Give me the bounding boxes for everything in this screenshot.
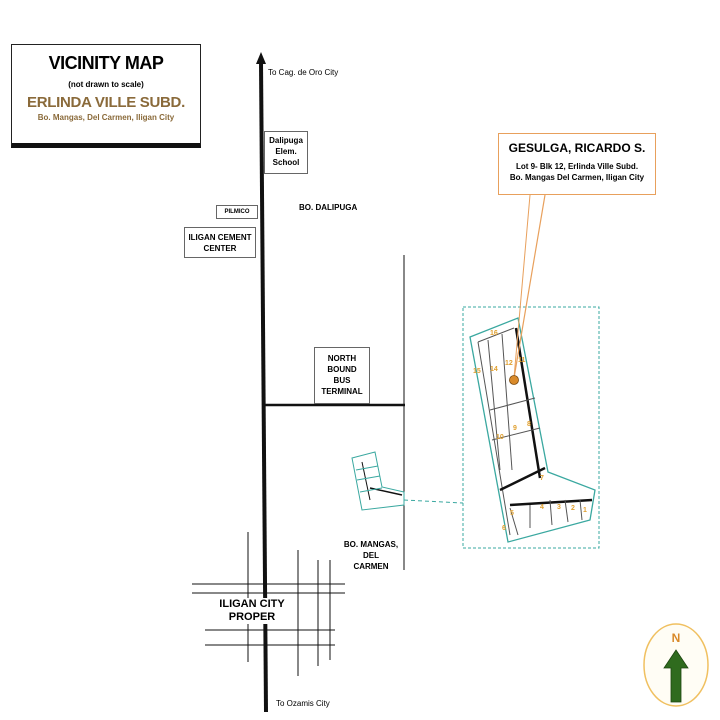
lot-layout	[469, 317, 596, 543]
title-block: VICINITY MAP (not drawn to scale) ERLIND…	[11, 44, 201, 148]
lot-number: 4	[540, 504, 544, 511]
bus-terminal-label: NORTH BOUND BUS TERMINAL	[314, 347, 370, 404]
lot-number: 1	[583, 507, 587, 514]
lot-number: 15	[473, 368, 481, 375]
subdivision-address: Bo. Mangas, Del Carmen, Iligan City	[37, 113, 175, 122]
school-line-3: School	[272, 158, 300, 167]
school-label: Dalipuga Elem. School	[264, 131, 308, 174]
owner-address: Bo. Mangas Del Carmen, Iligan City	[509, 173, 645, 182]
cement-line-2: CENTER	[203, 244, 237, 253]
inset-frame	[462, 306, 600, 549]
subdivision-name: ERLINDA VILLE SUBD.	[27, 94, 185, 111]
lot-number: 10	[496, 434, 504, 441]
cement-line-1: ILIGAN CEMENT	[188, 233, 252, 242]
terminal-line-1: NORTH	[327, 354, 357, 363]
lot-number: 3	[557, 504, 561, 511]
school-line-2: Elem.	[275, 147, 297, 156]
map-heading: VICINITY MAP	[48, 53, 164, 73]
lot-marker	[509, 375, 519, 385]
lot-number: 11	[518, 357, 526, 364]
mangas-line-1: BO. MANGAS, DEL	[343, 540, 399, 560]
owner-callout: GESULGA, RICARDO S. Lot 9- Blk 12, Erlin…	[498, 133, 656, 195]
lot-number: 14	[490, 366, 498, 373]
owner-leader-line	[513, 194, 546, 379]
lot-number: 12	[505, 360, 513, 367]
lot-number: 7	[540, 475, 544, 482]
lot-number: 9	[513, 425, 517, 432]
south-road-label: To Ozamis City	[276, 699, 330, 708]
mangas-line-2: CARMEN	[353, 562, 389, 571]
mangas-label: BO. MANGAS, DEL CARMEN	[336, 539, 406, 572]
scale-note: (not drawn to scale)	[68, 80, 144, 89]
north-road-label: To Cag. de Oro City	[268, 68, 339, 77]
small-subdivision	[351, 451, 405, 511]
city-proper-label: ILIGAN CITY PROPER	[214, 598, 290, 624]
city-line-2: PROPER	[228, 611, 276, 623]
lot-numbers: 16 15 14 12 11 10 9 8 7 6 5 4 3 2 1	[473, 330, 587, 532]
north-road-arrow	[256, 52, 266, 64]
city-grid	[192, 532, 345, 676]
lot-number: 2	[571, 505, 575, 512]
terminal-line-4: TERMINAL	[321, 387, 363, 396]
inset-connector	[403, 499, 464, 504]
terminal-line-3: BUS	[333, 376, 351, 385]
owner-leader-line-2	[513, 194, 531, 379]
owner-lot: Lot 9- Blk 12, Erlinda Ville Subd.	[515, 162, 639, 171]
dalipuga-label: BO. DALIPUGA	[299, 203, 358, 212]
school-line-1: Dalipuga	[269, 136, 303, 145]
north-arrow-icon	[663, 649, 689, 703]
lot-number: 5	[510, 510, 514, 517]
lot-number: 16	[490, 330, 498, 337]
cement-label: ILIGAN CEMENT CENTER	[184, 227, 256, 258]
owner-name: GESULGA, RICARDO S.	[508, 141, 646, 155]
lot-number: 6	[502, 525, 506, 532]
compass: N	[643, 623, 709, 707]
terminal-line-2: BOUND	[327, 365, 357, 374]
north-letter: N	[672, 631, 681, 645]
lot-number: 8	[527, 421, 531, 428]
pilmico-label: PILMICO	[216, 205, 258, 219]
city-line-1: ILIGAN CITY	[219, 598, 285, 610]
